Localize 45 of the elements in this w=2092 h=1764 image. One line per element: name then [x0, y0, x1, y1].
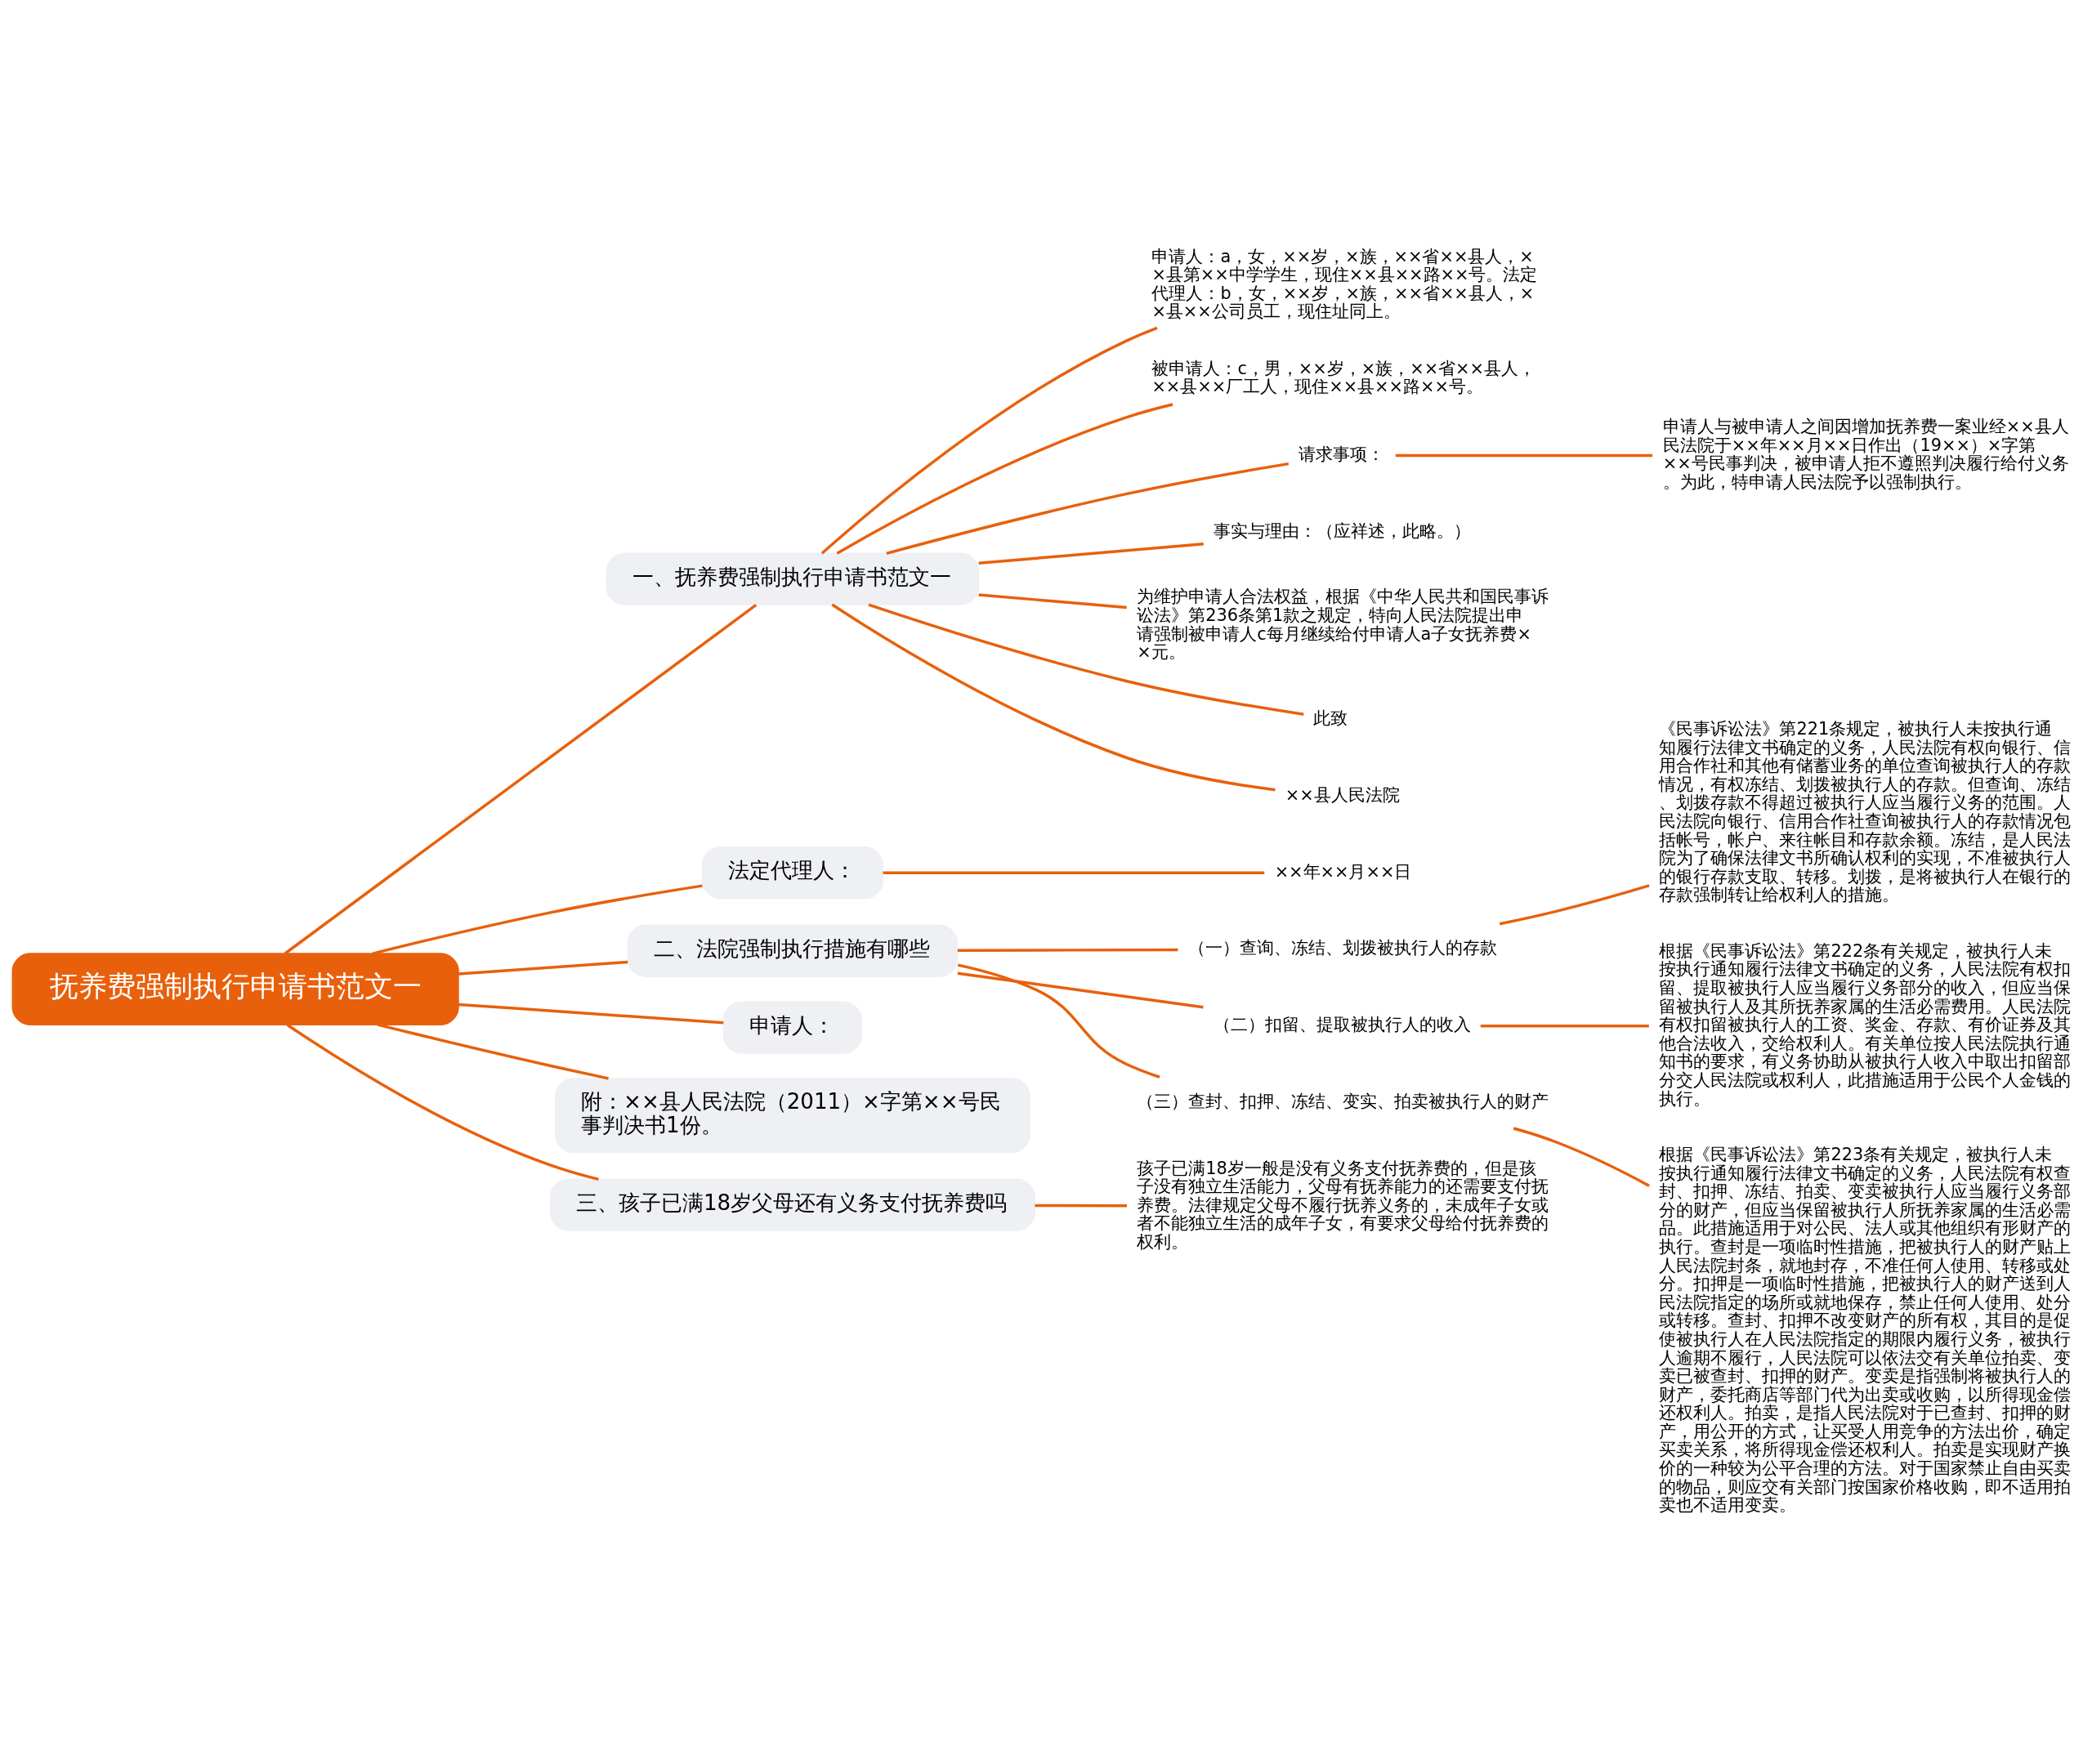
connector [377, 1023, 609, 1080]
node-text: （一）查询、冻结、划拨被执行人的存款 [1187, 938, 1497, 958]
connector [1035, 1204, 1127, 1208]
connector [372, 884, 703, 955]
connector [868, 603, 1304, 716]
node-text: 根据《民事诉讼法》第223条有关规定，被执行人未按执行通知履行法律文书确定的义务，人民法院有权查封、扣押、冻结、拍卖、变卖被执行人应当履行义务部分的财产，但应当保留被执行人所抚养家属的生活必需品。此措施适用于对公民、法人或其他组织有形财产的执行。查封是一项临时性措施，把被执行人的财产贴上人民法院封条，就地封存，不准任何人使用、转移或处分。扣押是一项临时性措施，把被执行人的财产送到人民法院指定的场所或就地保存，禁止任何人使用、处分或转移。查封、扣押不改变财产的所有权，其目的是促使被执行人在人民法院指定的期限内履行义务，被执行人逾期不履行，人民法院可以依法交有关单位拍卖、变卖已被查封、扣押的财产。变卖是指强制将被执行人的财产，委托商店等部门代为出卖或收购，以所得现金偿还权利人。拍卖，是指人民法院对于已查封、扣押的财产，用公开的方式，让买受人用竞争的方法出价，确定买卖关系，将所得现金偿还权利人。拍卖是实现财产换价的一种较为公平合理的方法。对于国家禁止自由买卖的物品，则应交有关部门按国家价格收购，即不适用拍卖也不适用变卖。 [1659, 1145, 2072, 1516]
connector [1499, 884, 1650, 926]
node-box: 一、抚养费强制执行申请书范文一 [606, 552, 980, 605]
node-text: 请求事项： [1299, 444, 1385, 464]
node-box: 二、法院强制执行措施有哪些 [627, 924, 959, 977]
node-text: 此致 [1313, 708, 1348, 728]
node-text: ××年××月××日 [1274, 861, 1412, 882]
connector [286, 1024, 599, 1181]
node-box: 抚养费强制执行申请书范文一 [11, 953, 459, 1025]
connector [458, 1003, 724, 1025]
connector [831, 603, 1276, 792]
node-text: 申请人与被申请人之间因增加抚养费一案业经××县人民法院于××年××月××日作出（19××）×字第××号民事判决，被申请人拒不遵照判决履行给付义务。为此，特申请人民法院予以强制执行。 [1662, 417, 2069, 492]
node-text: 申请人：a，女，××岁，×族，××省××县人，××县第××中学学生，现住××县××路××号。法定代理人：b，女，××岁，×族，××省××县人，××县××公司员工，现住址同上。 [1151, 246, 1538, 322]
node-text: 为维护申请人合法权益，根据《中华人民共和国民事诉讼法》第236条第1款之规定，特向人民法院提出申请强制被申请人c每月继续给付申请人a子女抚养费××元。 [1137, 587, 1549, 663]
connector [957, 948, 1178, 952]
node-box: 法定代理人： [701, 846, 884, 900]
node-box: 三、孩子已满18岁父母还有义务支付抚养费吗 [549, 1178, 1035, 1231]
node-box: 申请人： [722, 1001, 863, 1054]
connector [957, 963, 1160, 1078]
node-text: 事实与理由：（应祥述，此略。） [1213, 520, 1471, 541]
connector [978, 593, 1127, 610]
connector [458, 960, 628, 976]
connector [883, 871, 1265, 874]
connector [886, 462, 1290, 555]
connector [1395, 453, 1653, 458]
node-box: 附：××县人民法院（2011）×字第××号民事判决书1份。 [554, 1078, 1030, 1154]
node-text: 根据《民事诉讼法》第222条有关规定，被执行人未按执行通知履行法律文书确定的义务，人民法院有权扣留、提取被执行人应当履行义务部分的收入，但应当保留被执行人及其所抚养家属的生活必需费用。人民法院有权扣留被执行人的工资、奖金、存款、有价证券及其他合法收入，交给权利人。有关单位按人民法院执行通知书的要求，有义务协助从被执行人收入中取出扣留部分交人民法院或权利人，此措施适用于公民个人金钱的执行。 [1659, 940, 2072, 1109]
node-text: （三）查封、扣押、冻结、变实、拍卖被执行人的财产 [1137, 1092, 1549, 1111]
node-text: ××县人民法院 [1285, 784, 1400, 805]
node-text: 被申请人：c，男，××岁，×族，××省××县人，××县××厂工人，现住××县××路××号。 [1151, 358, 1536, 397]
connector [836, 403, 1173, 555]
connector [1480, 1025, 1649, 1028]
connector [1513, 1127, 1650, 1187]
node-text: 孩子已满18岁一般是没有义务支付抚养费的，但是孩子没有独立生活能力，父母有抚养能力的还需要支付抚养费。法律规定父母不履行抚养义务的，未成年子女或者不能独立生活的成年子女，有要求父母给付抚养费的权利。 [1137, 1158, 1549, 1252]
node-text: （二）扣留、提取被执行人的收入 [1213, 1015, 1471, 1035]
connector [820, 326, 1158, 555]
connector [957, 971, 1204, 1009]
connector [978, 542, 1204, 565]
connector [284, 604, 758, 955]
node-text: 《民事诉讼法》第221条规定，被执行人未按执行通知履行法律文书确定的义务，人民法院有权向银行、信用合作社和其他有储蓄业务的单位查询被执行人的存款情况，有权冻结、划拨被执行人的存款。但查询、冻结、划拨存款不得超过被执行人应当履行义务的范围。人民法院向银行、信用合作社查询被执行人的存款情况包括帐号，帐户、来往帐目和存款余额。冻结，是人民法院为了确保法律文书所确认权利的实现，不准被执行人的银行存款支取、转移。划拨，是将被执行人在银行的存款强制转让给权利人的措施。 [1659, 719, 2072, 905]
